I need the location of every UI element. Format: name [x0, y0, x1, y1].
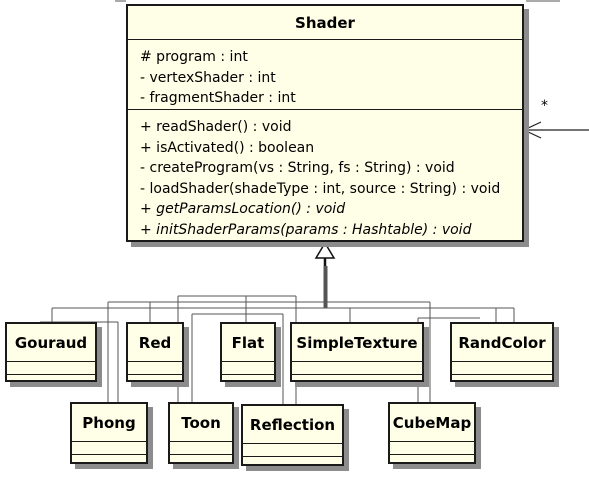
- class-name-gouraud: Gouraud: [7, 324, 95, 362]
- generalization-edges: [40, 266, 515, 404]
- class-toon[interactable]: Toon: [168, 402, 234, 464]
- operations-compartment: [222, 375, 274, 388]
- association-arrow: [522, 121, 589, 139]
- attributes-compartment: # program : int - vertexShader : int - f…: [128, 40, 522, 110]
- operation-get-params-location: + getParamsLocation() : void: [140, 201, 346, 217]
- class-name-flat: Flat: [222, 324, 274, 362]
- operations-compartment: [292, 375, 422, 388]
- class-reflection[interactable]: Reflection: [241, 404, 344, 466]
- class-gouraud[interactable]: Gouraud: [5, 322, 97, 382]
- operation-read-shader: + readShader() : void: [140, 119, 292, 135]
- attributes-compartment: [222, 362, 274, 375]
- operations-compartment: [390, 455, 474, 468]
- class-rand-color[interactable]: RandColor: [450, 322, 554, 382]
- attribute-vertex-shader: - vertexShader : int: [140, 69, 276, 86]
- attributes-compartment: [452, 362, 552, 375]
- operations-compartment: [7, 375, 95, 388]
- attribute-program: # program : int: [140, 49, 248, 65]
- operation-load-shader: - loadShader(shadeType : int, source : S…: [140, 180, 501, 197]
- operations-compartment: + readShader() : void + isActivated() : …: [128, 110, 522, 240]
- class-name-cube-map: CubeMap: [390, 404, 474, 442]
- operations-compartment: [128, 375, 182, 388]
- attributes-compartment: [243, 444, 342, 457]
- operation-is-activated: + isActivated() : boolean: [140, 139, 315, 156]
- class-name-rand-color: RandColor: [452, 324, 552, 362]
- class-name-red: Red: [128, 324, 182, 362]
- attributes-compartment: [390, 442, 474, 455]
- operations-compartment: [452, 375, 552, 388]
- attributes-compartment: [170, 442, 232, 455]
- operations-compartment: [72, 455, 146, 468]
- attributes-compartment: [292, 362, 422, 375]
- class-phong[interactable]: Phong: [70, 402, 148, 464]
- association-multiplicity: *: [541, 98, 548, 114]
- operations-compartment: [243, 457, 342, 470]
- class-red[interactable]: Red: [126, 322, 184, 382]
- operations-compartment: [170, 455, 232, 468]
- attributes-compartment: [7, 362, 95, 375]
- class-cube-map[interactable]: CubeMap: [388, 402, 476, 464]
- class-shader[interactable]: Shader # program : int - vertexShader : …: [126, 4, 524, 242]
- class-name-phong: Phong: [72, 404, 146, 442]
- class-name-shader: Shader: [128, 6, 522, 40]
- class-name-reflection: Reflection: [243, 406, 342, 444]
- class-name-toon: Toon: [170, 404, 232, 442]
- class-simple-texture[interactable]: SimpleTexture: [290, 322, 424, 382]
- generalization-arrowhead: [314, 241, 336, 259]
- operation-init-shader-params: + initShaderParams(params : Hashtable) :…: [140, 221, 472, 238]
- attributes-compartment: [72, 442, 146, 455]
- class-flat[interactable]: Flat: [220, 322, 276, 382]
- class-name-simple-texture: SimpleTexture: [292, 324, 422, 362]
- attributes-compartment: [128, 362, 182, 375]
- operation-create-program: - createProgram(vs : String, fs : String…: [140, 160, 455, 176]
- attribute-fragment-shader: - fragmentShader : int: [140, 90, 296, 106]
